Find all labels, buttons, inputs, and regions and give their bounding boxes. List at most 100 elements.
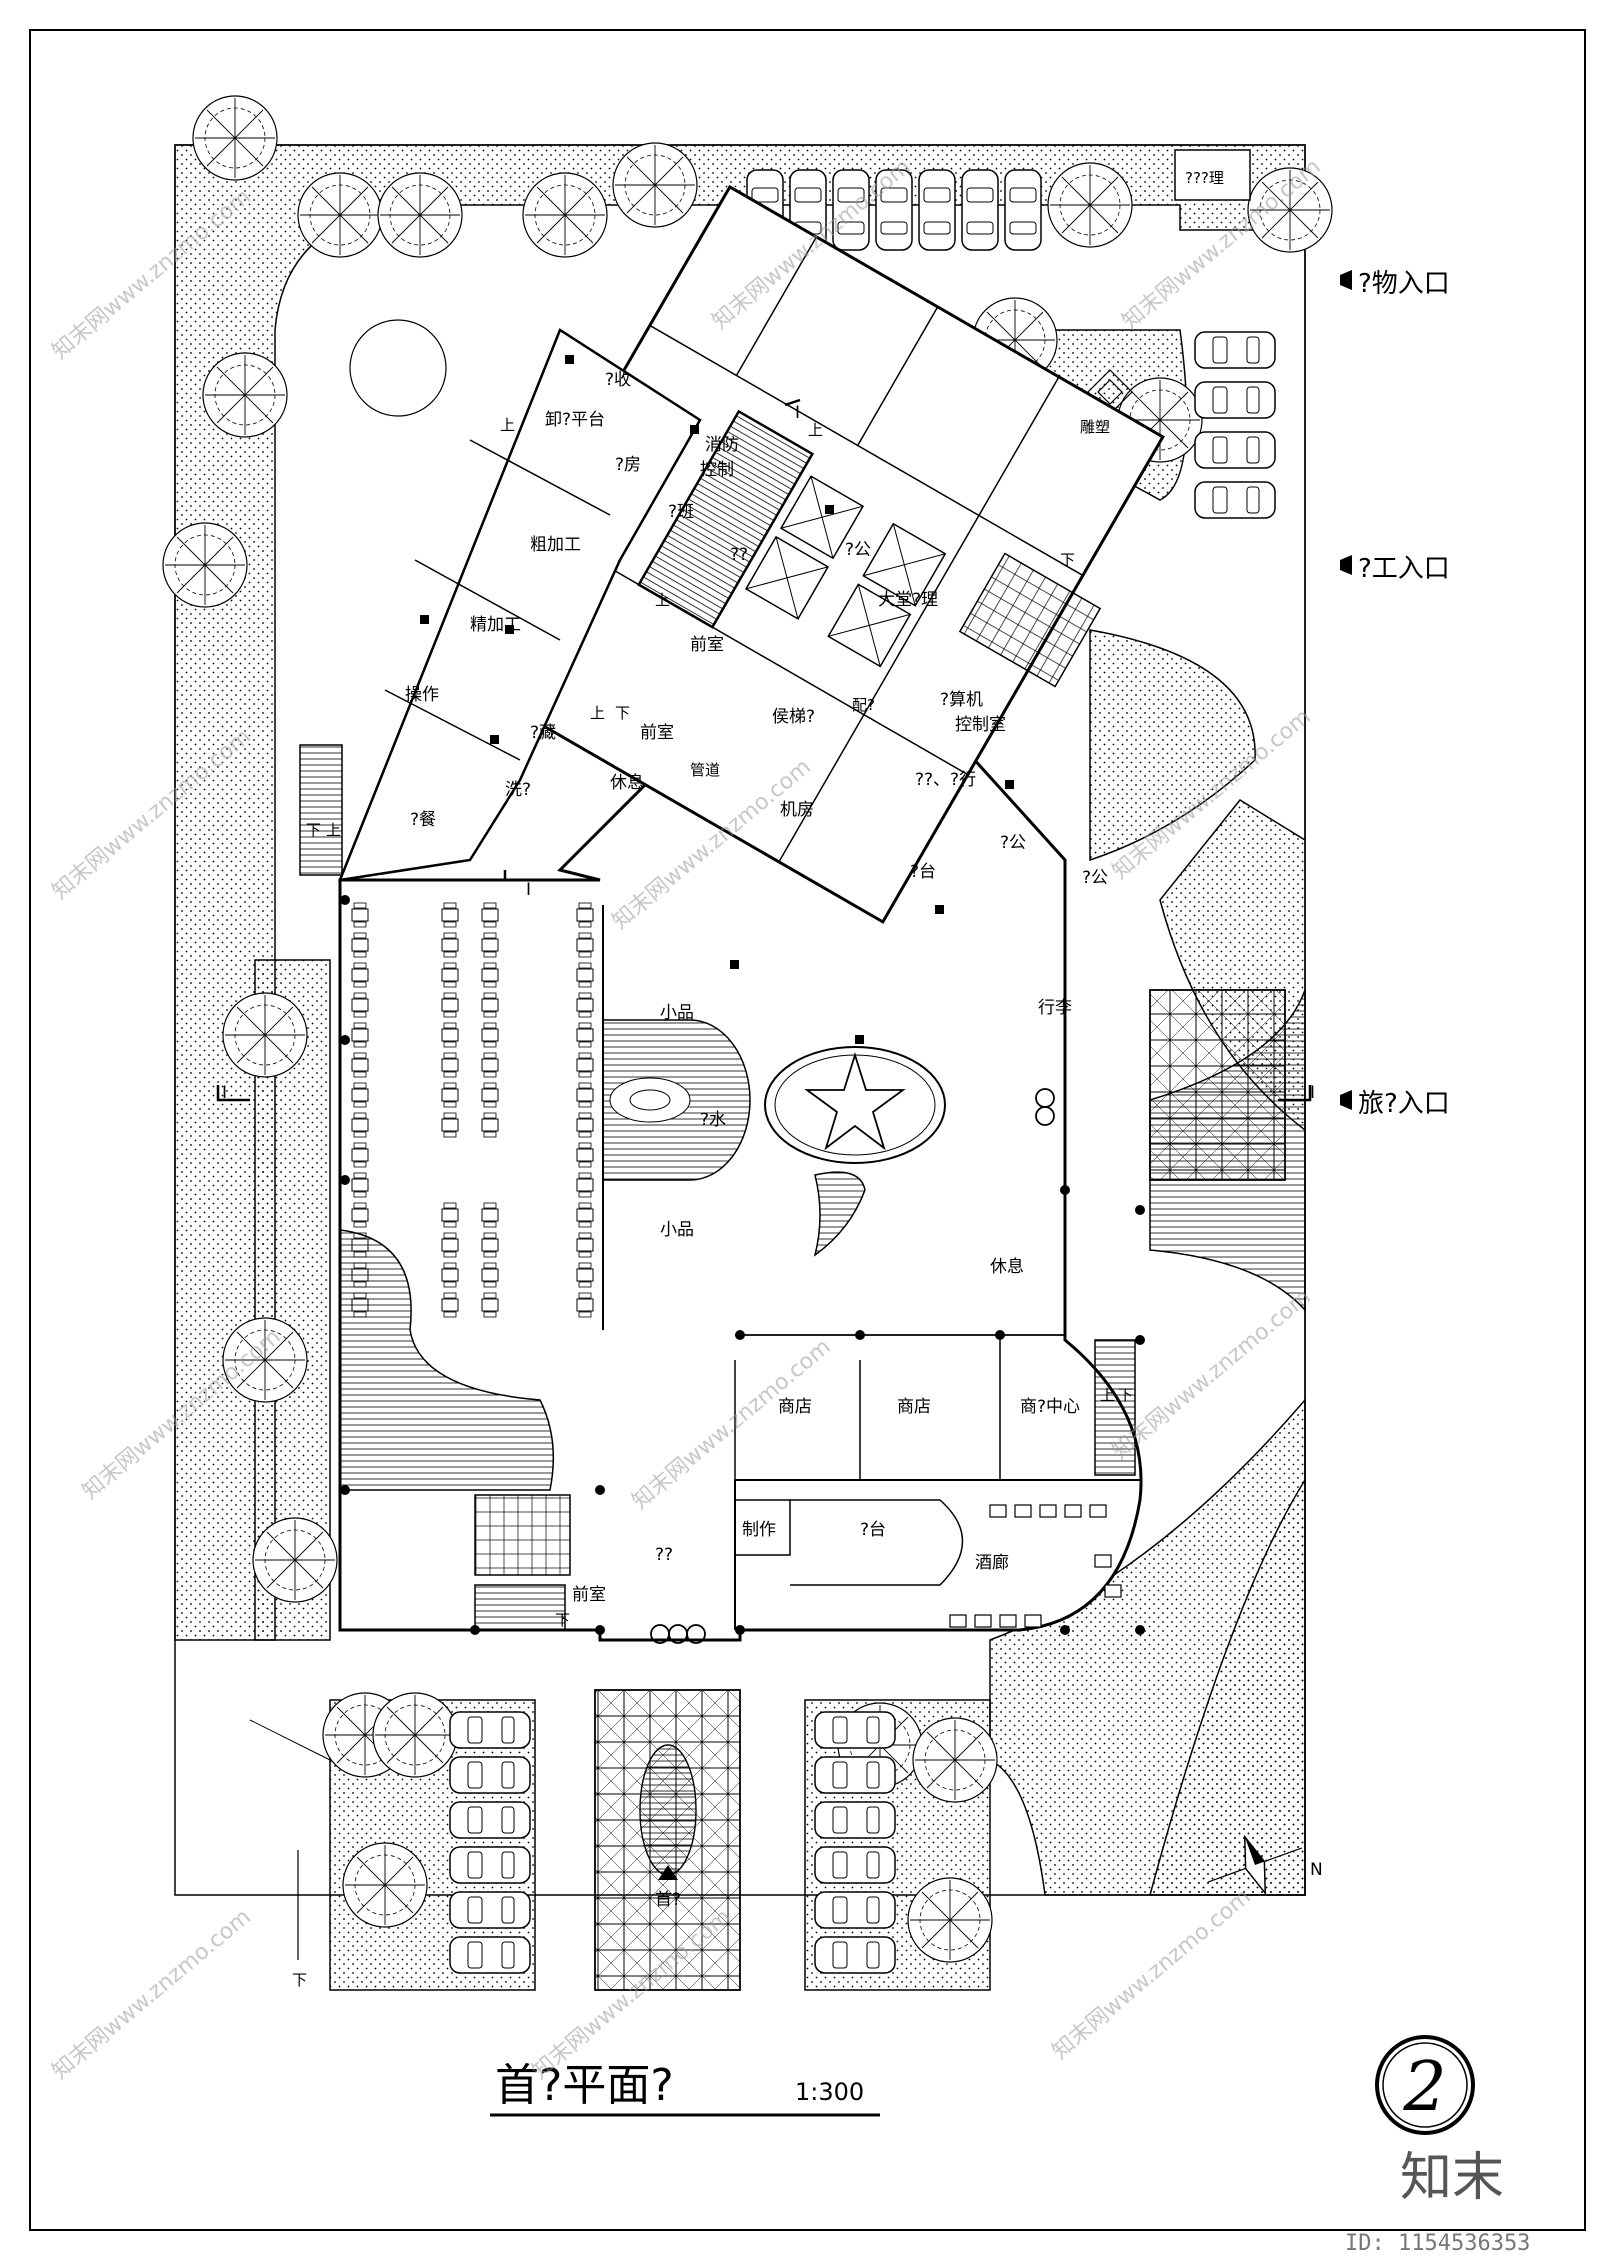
east-canopy-grid	[1149, 989, 1286, 1181]
sheet-number-ring	[1382, 2042, 1468, 2128]
label-rest-2: 休息	[990, 1257, 1024, 1277]
label-wine-gallery: 酒廊	[975, 1553, 1009, 1573]
stair-up-4: 上	[590, 704, 605, 722]
label-computer-2: 控制室	[955, 715, 1006, 735]
stair-down-2: 下	[1060, 551, 1075, 569]
lounge-sofa	[1064, 1504, 1082, 1518]
label-unknown-hall: ??	[655, 1545, 673, 1565]
west-stair	[299, 744, 343, 876]
lounge-sofa	[1104, 1584, 1122, 1598]
kitchen-wing	[338, 328, 702, 882]
label-dining: ?餐	[410, 810, 436, 830]
section-mark-east: I	[1310, 1083, 1315, 1103]
watermark-10: 知末网www.znzmo.com	[48, 1904, 256, 2084]
watermark-id: ID: 1154536353	[1345, 2231, 1530, 2256]
stair-up-2: 上	[808, 421, 823, 439]
label-receiving: ?收	[605, 370, 631, 390]
goods-entrance-label: ?物入口	[1358, 269, 1450, 299]
stair-up-1: 上	[500, 416, 515, 434]
driveway-edge	[249, 1719, 331, 1761]
compass-star-icon	[804, 1051, 906, 1151]
bar-counter	[790, 1499, 964, 1586]
label-business-center: 商?中心	[1020, 1397, 1080, 1417]
label-production: 制作	[742, 1520, 776, 1540]
label-waiter-lift: 侯梯?	[772, 707, 815, 727]
label-unloading: 卸?平台	[545, 410, 605, 430]
stair-labels: 上 上 上 上 下 下 下 上 上 下 下 下	[292, 416, 1133, 1989]
label-pipe-shaft: 管道	[690, 761, 720, 779]
label-luggage: 行李	[1038, 998, 1072, 1018]
label-anteroom-1: 前室	[690, 635, 724, 655]
label-fine-process: 精加工	[470, 615, 521, 635]
west-deck	[339, 1229, 555, 1491]
landscape-left-garden	[254, 959, 331, 1641]
lounge-sofa	[949, 1614, 967, 1628]
east-stair	[1094, 1339, 1136, 1476]
north-label: N	[1310, 1860, 1323, 1880]
label-small-item-1: 小品	[660, 1003, 694, 1023]
label-wash: 洗?	[505, 780, 531, 800]
water-feature-ring-1	[609, 1077, 691, 1123]
label-small-item-2: 小品	[660, 1220, 694, 1240]
label-operation: 操作	[405, 685, 439, 705]
lounge-seating	[949, 1504, 1122, 1628]
label-main-entrance: 首?	[655, 1890, 681, 1910]
label-anteroom-2: 前室	[640, 723, 674, 743]
kitchen-wall-2	[469, 439, 611, 516]
sheet-frame	[29, 29, 1586, 2231]
stair-up-6: 上	[1100, 1386, 1115, 1404]
drawing-scale: 1:300	[795, 2078, 864, 2106]
label-anteroom-3: 前室	[572, 1585, 606, 1605]
label-unknown-office: ??	[730, 545, 748, 565]
columns	[340, 355, 1145, 1635]
label-machine-room: 机房	[780, 800, 814, 820]
water-feature-ring-2	[629, 1089, 671, 1111]
label-rough-process: 粗加工	[530, 535, 581, 555]
lawn-circle	[349, 319, 447, 417]
label-shop-2: 商店	[897, 1397, 931, 1417]
label-shop-1: 商店	[778, 1397, 812, 1417]
entrance-arrow-icon	[658, 1865, 678, 1880]
label-rest-1: 休息	[610, 773, 644, 793]
kitchen-wall-1	[414, 559, 561, 641]
stair-up-5: 上	[326, 821, 341, 839]
parking-east	[1194, 331, 1276, 519]
label-office-a: ?公	[845, 540, 871, 560]
watermark-logo: 知末	[1400, 2148, 1504, 2208]
kitchen-wall-3	[384, 689, 521, 761]
staff-entrance-label: ?工入口	[1358, 554, 1450, 584]
stair-up-3: 上	[655, 591, 670, 609]
lounge-sofa	[1014, 1504, 1032, 1518]
north-toilets	[958, 552, 1102, 688]
label-computer-1: ?算机	[940, 690, 983, 710]
label-storage: ?藏	[530, 723, 556, 743]
stair-down-3: 下	[306, 821, 321, 839]
lounge-sofa	[1094, 1554, 1112, 1568]
section-marks	[216, 398, 1312, 1102]
label-front-desk: ?台	[910, 862, 936, 882]
sheet-number-badge	[1375, 2035, 1475, 2135]
south-stair	[474, 1584, 566, 1631]
section-mark-south: I	[526, 880, 531, 900]
lounge-sofa	[974, 1614, 992, 1628]
stair-down-6: 下	[292, 1971, 307, 1989]
south-canopy-oval	[639, 1744, 697, 1876]
label-storeroom: ?房	[615, 455, 641, 475]
building-tower	[447, 184, 1165, 924]
label-sculpture: 雕塑	[1080, 418, 1110, 436]
stair-down-5: 下	[555, 1611, 570, 1629]
section-mark-north: I	[795, 403, 800, 423]
lobby-curve-sculpture	[813, 1171, 866, 1257]
stair-down-4: 下	[1118, 1386, 1133, 1404]
lounge-sofa	[999, 1614, 1017, 1628]
watermark-12: 知末网www.znzmo.com	[1048, 1884, 1256, 2064]
east-revolving-door	[1035, 1088, 1055, 1126]
entrance-flag-icons	[1340, 270, 1352, 1110]
drawing-title: 首?平面?	[495, 2060, 674, 2111]
label-distribution: 配?	[852, 696, 875, 714]
north-arrow-icon	[1207, 1834, 1303, 1896]
landscape-east-mound	[1089, 629, 1256, 862]
label-fire-control-2: 控制	[700, 460, 734, 480]
label-on-duty: ?班	[668, 502, 694, 522]
